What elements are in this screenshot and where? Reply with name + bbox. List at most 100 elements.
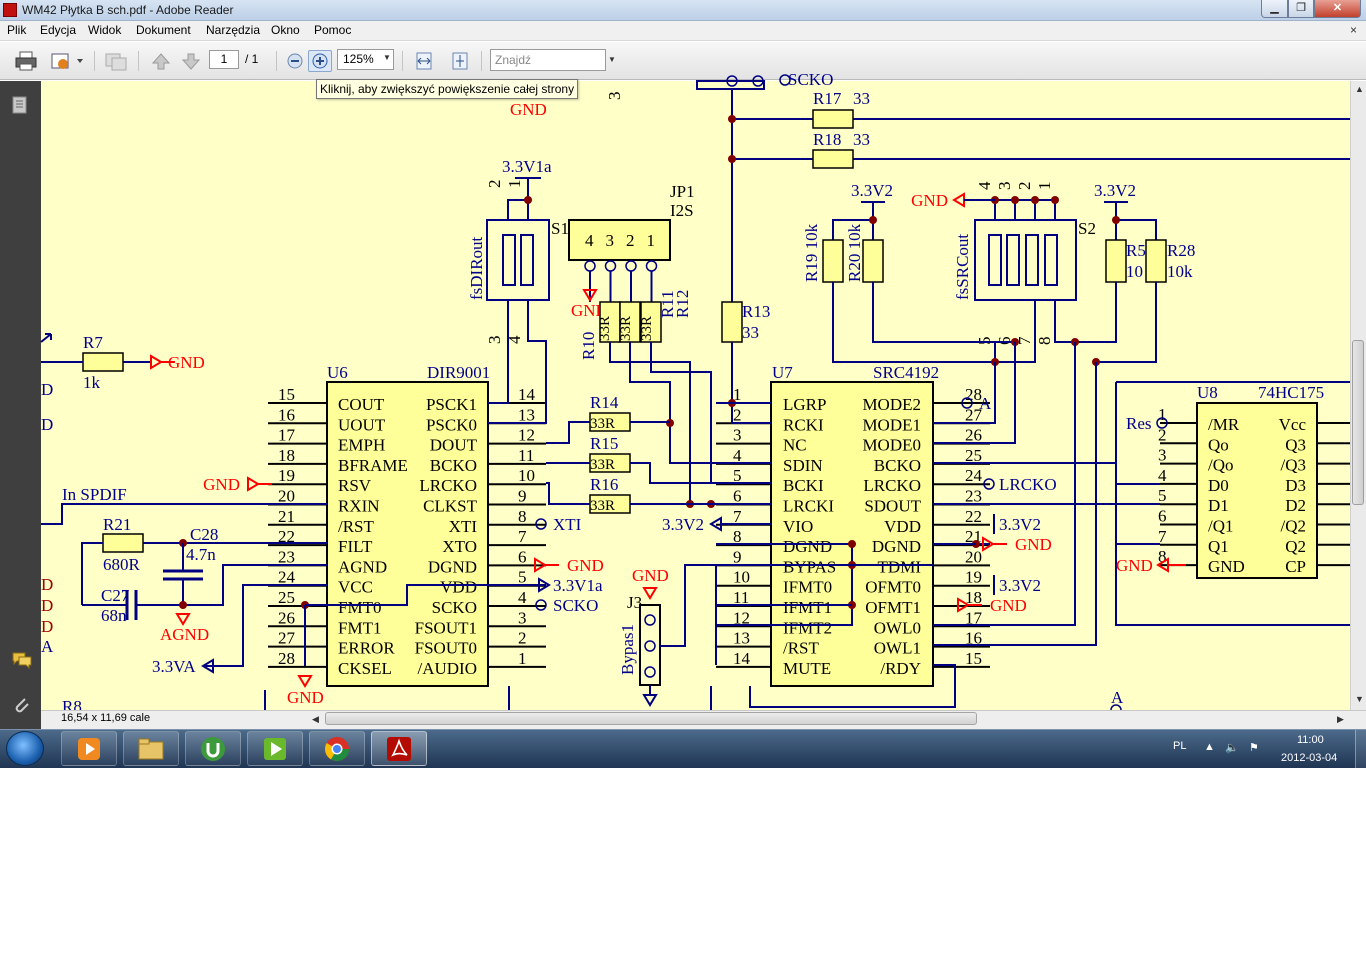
pin-number: 6 (995, 337, 1014, 346)
r7-value: 1k (83, 373, 101, 392)
pin-number: 23 (965, 487, 982, 506)
taskbar-explorer[interactable] (123, 731, 179, 766)
pin-name: CLKST (423, 497, 477, 516)
menu-window[interactable]: Okno (271, 23, 300, 37)
menu-document[interactable]: Dokument (136, 23, 191, 37)
collaborate-icon[interactable] (103, 50, 129, 72)
c27-label: C27 (101, 586, 130, 605)
wire (660, 564, 771, 647)
minimize-button[interactable]: ▁ (1261, 0, 1288, 18)
share-icon[interactable] (49, 50, 85, 72)
show-desktop-button[interactable] (1355, 730, 1366, 768)
fit-page-icon[interactable] (449, 50, 471, 72)
r21-value: 680R (103, 555, 141, 574)
volume-icon[interactable]: 🔈 (1225, 742, 1239, 754)
partial-label: D (41, 596, 53, 615)
r16-label: R16 (590, 475, 618, 494)
menu-view[interactable]: Widok (88, 23, 122, 37)
pin-number: 23 (278, 547, 295, 566)
port-circle (726, 75, 738, 87)
start-button[interactable] (6, 731, 44, 766)
pin-number: 17 (965, 608, 983, 627)
comments-panel-icon[interactable] (11, 651, 33, 674)
scroll-left-icon[interactable]: ◀ (312, 714, 319, 724)
pin-number: 2 (1015, 182, 1034, 191)
clock-date[interactable]: 2012-03-04 (1281, 752, 1338, 764)
pin-name: BCKO (430, 456, 477, 475)
zoom-in-button[interactable] (308, 50, 332, 72)
tray-expand-icon[interactable]: ▲ (1204, 741, 1215, 753)
taskbar-media-player[interactable] (61, 731, 117, 766)
zoom-out-icon[interactable] (285, 50, 305, 72)
scroll-up-icon[interactable]: ▲ (1355, 84, 1364, 94)
switch-lever (1044, 234, 1058, 286)
u8-part: 74HC175 (1258, 383, 1324, 402)
taskbar-adobe-reader[interactable] (371, 731, 427, 766)
scroll-right-icon[interactable]: ▶ (1337, 714, 1344, 724)
pin-number: 15 (278, 385, 295, 404)
gnd-label: GND (1015, 535, 1052, 554)
menu-help[interactable]: Pomoc (314, 23, 352, 37)
previous-page-icon[interactable] (150, 50, 172, 72)
resistor-r20 (862, 239, 884, 283)
fit-width-icon[interactable] (413, 50, 435, 72)
page-number-input[interactable]: 1 (209, 50, 239, 69)
r17-label: R17 (813, 89, 842, 108)
menu-edit[interactable]: Edycja (40, 23, 77, 37)
action-center-icon[interactable]: ⚑ (1249, 742, 1259, 754)
scroll-down-icon[interactable]: ▼ (1355, 694, 1364, 704)
switch-lever (502, 234, 516, 286)
wire (933, 462, 1160, 485)
document-close-icon[interactable]: × (1350, 23, 1358, 37)
clock-time[interactable]: 11:00 (1297, 734, 1324, 746)
menu-file[interactable]: Plik (7, 23, 27, 37)
navigation-pane (0, 81, 41, 729)
page-total: / 1 (245, 52, 259, 66)
pin-name: OWL1 (874, 639, 921, 658)
taskbar-chrome[interactable] (309, 731, 365, 766)
vertical-scroll-thumb[interactable] (1352, 340, 1364, 505)
attachments-panel-icon[interactable] (11, 695, 31, 720)
pin-number: 1 (518, 649, 527, 668)
pin-name: SDOUT (864, 497, 921, 516)
u8-ref: U8 (1197, 383, 1218, 402)
chip-u6 (326, 381, 489, 687)
c28-value: 4.7n (186, 545, 216, 564)
pin-number: 26 (965, 426, 982, 445)
menu-tools[interactable]: Narzędzia (206, 23, 261, 37)
jp1-label: JP1 (670, 182, 695, 201)
next-page-icon[interactable] (180, 50, 202, 72)
resistor-r21 (102, 533, 144, 553)
pin-name: VDD (440, 578, 477, 597)
pages-panel-icon[interactable] (11, 95, 29, 120)
resistor-r5 (1105, 239, 1127, 283)
pin-number: 12 (733, 608, 750, 627)
taskbar-media-app[interactable] (247, 731, 303, 766)
junction-dot (524, 196, 532, 204)
pin-name: /RST (338, 517, 375, 536)
zoom-select[interactable]: 125% (337, 49, 394, 70)
r21-label: R21 (103, 515, 131, 534)
print-icon[interactable] (13, 50, 39, 72)
pin-name: CP (1285, 557, 1306, 576)
bypas-label: Bypas1 (618, 624, 637, 675)
wire (546, 482, 590, 505)
supply-arrow-icon (201, 658, 214, 674)
find-input[interactable]: Znajdź (490, 49, 606, 71)
maximize-button[interactable]: ❐ (1288, 0, 1314, 18)
horizontal-scroll-thumb[interactable] (325, 712, 977, 725)
find-dropdown-icon[interactable]: ▼ (608, 55, 616, 64)
keyboard-language[interactable]: PL (1173, 740, 1187, 752)
pin-name: LRCKO (419, 476, 477, 495)
i2s-label: I2S (670, 201, 694, 220)
pin-number: 25 (965, 446, 982, 465)
pin-name: BCKI (783, 476, 824, 495)
xti-label: XTI (553, 515, 582, 534)
junction-dot (179, 601, 187, 609)
switch-s2 (974, 219, 1077, 301)
zoom-dropdown-icon[interactable]: ▼ (383, 53, 391, 62)
close-button[interactable]: ✕ (1314, 0, 1361, 18)
taskbar-utorrent[interactable] (185, 731, 241, 766)
utorrent-icon (201, 736, 225, 761)
